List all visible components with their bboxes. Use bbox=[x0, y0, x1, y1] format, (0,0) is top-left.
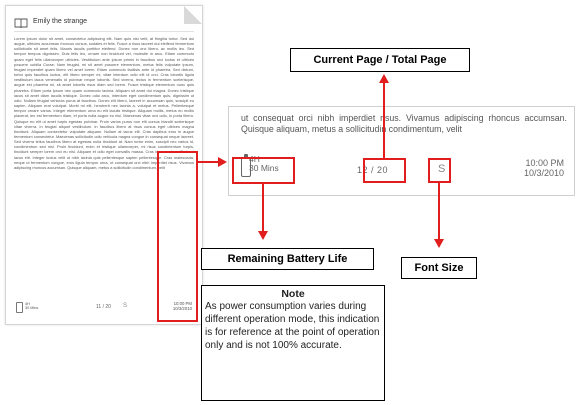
note-box: Note As power consumption varies during … bbox=[201, 285, 385, 401]
footer-highlight-box bbox=[157, 151, 198, 322]
clock: 10:00 PM 10/3/2010 bbox=[172, 301, 192, 312]
font-highlight-box bbox=[428, 158, 451, 183]
battery-icon bbox=[16, 302, 23, 313]
zoom-clock-time: 10:00 PM bbox=[525, 158, 564, 168]
zoom-clock: 10:00 PM 10/3/2010 bbox=[524, 158, 564, 178]
battery-label: Remaining Battery Life bbox=[201, 248, 374, 270]
font-size-button[interactable]: S bbox=[123, 303, 128, 309]
reader-page: Emily the strange Lorem ipsum dolor sit … bbox=[5, 5, 203, 325]
note-title: Note bbox=[281, 288, 305, 300]
current-page-arrow-head bbox=[379, 74, 389, 83]
zoom-font-size-button[interactable]: S bbox=[438, 163, 446, 175]
reader-status-bar: 4H 30 Mins 11 / 20 S 10:00 PM 10/3/2010 bbox=[14, 298, 194, 316]
battery-highlight-box bbox=[232, 157, 295, 184]
zoomed-body-text: ut consequat orci nibh imperdiet risus. … bbox=[241, 113, 567, 134]
current-page-label: Current Page / Total Page bbox=[290, 48, 470, 72]
book-icon bbox=[14, 16, 28, 28]
font-size-label: Font Size bbox=[401, 257, 477, 279]
connector-arrow bbox=[218, 157, 227, 167]
current-page-arrow-line bbox=[383, 82, 385, 158]
battery-arrow-head bbox=[258, 231, 268, 240]
reader-header: Emily the strange bbox=[14, 14, 87, 28]
note-body: As power consumption varies during diffe… bbox=[205, 301, 380, 351]
page-highlight-box bbox=[363, 158, 406, 183]
battery-arrow-line bbox=[262, 184, 264, 232]
zoom-battery-mins: 30 Mins bbox=[249, 163, 279, 174]
book-title: Emily the strange bbox=[33, 17, 88, 25]
font-size-arrow-head bbox=[434, 239, 444, 248]
reader-body-text: Lorem ipsum dolor sit amet, consectetur … bbox=[14, 36, 194, 170]
zoom-page-indicator: 12 / 20 bbox=[357, 165, 389, 175]
battery-mins: 30 Mins bbox=[25, 306, 39, 311]
connector-line bbox=[198, 161, 218, 163]
page-fold-corner bbox=[184, 6, 202, 24]
zoom-clock-date: 10/3/2010 bbox=[523, 168, 564, 178]
battery-remaining-text: 4H 30 Mins bbox=[25, 302, 38, 311]
zoom-battery-hours: 4H bbox=[249, 154, 260, 164]
font-size-arrow-line bbox=[438, 183, 440, 240]
page-indicator: 11 / 20 bbox=[96, 304, 111, 310]
battery-hours: 4H bbox=[25, 302, 30, 306]
clock-date: 10/3/2010 bbox=[172, 305, 192, 311]
header-divider bbox=[14, 31, 194, 32]
zoom-battery-text: 4H 30 Mins bbox=[249, 154, 279, 174]
clock-time: 10:00 PM bbox=[173, 301, 192, 306]
